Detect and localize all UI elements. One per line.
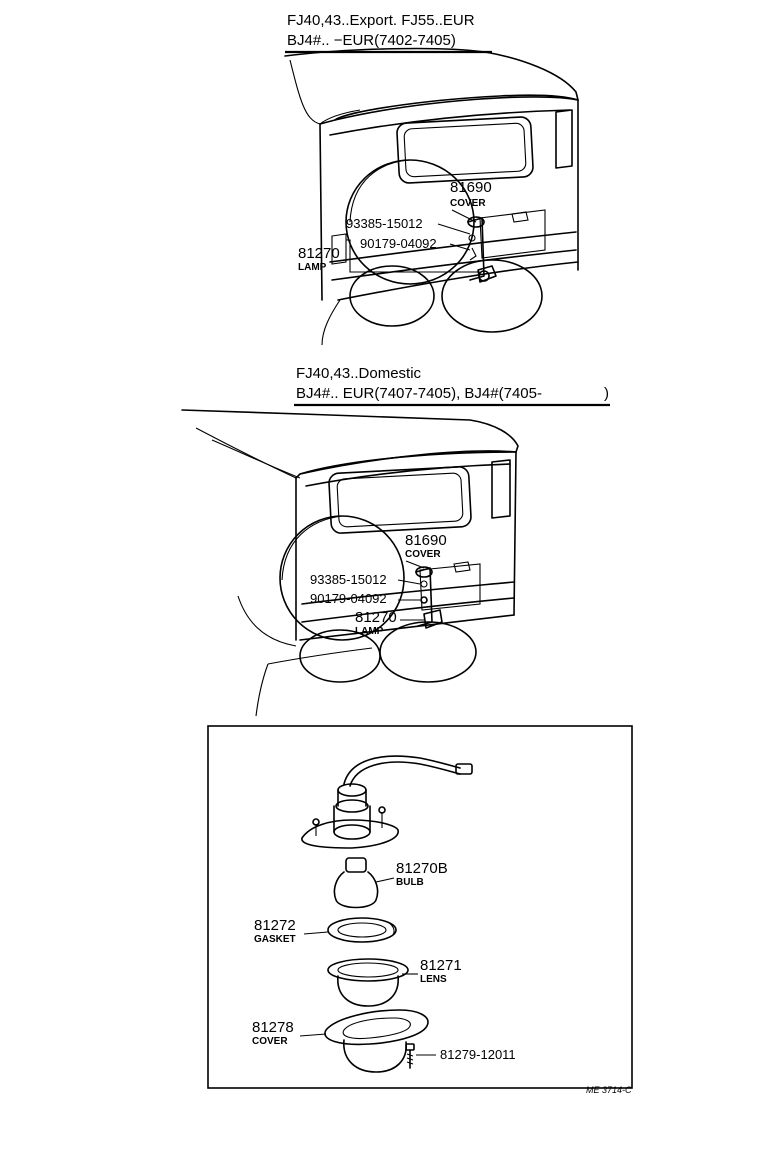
- bulb-name: BULB: [396, 877, 424, 888]
- section-2-screw-number: 93385-15012: [310, 572, 387, 587]
- bulb-number: 81270B: [396, 860, 448, 877]
- section-2-header-line-2-close: ): [604, 385, 609, 402]
- lamp-detail-box: 81270B BULB 81272 GASKET 81271 LENS 8127…: [207, 725, 633, 1089]
- section-2-nut-number: 90179-04092: [310, 591, 387, 606]
- gasket-leader: [303, 931, 329, 935]
- gasket-number: 81272: [254, 917, 296, 934]
- vehicle-rear-illustration-1: [284, 47, 579, 346]
- section-1-lamp-bracket-line: [346, 239, 480, 273]
- lens-illustration: [327, 958, 409, 1007]
- cover-illustration: [324, 1009, 429, 1073]
- gasket-illustration: [327, 917, 397, 943]
- section-1-header-line-1: FJ40,43..Export. FJ55..EUR: [287, 12, 475, 29]
- section-2-screw-leader: [397, 579, 421, 585]
- section-1-nut-number: 90179-04092: [360, 236, 437, 251]
- gasket-name: GASKET: [254, 934, 296, 945]
- section-1-lamp-number: 81270: [298, 245, 340, 262]
- section-1-header-line-2: BJ4#.. −EUR(7402-7405): [287, 32, 456, 49]
- section-2-lamp-name: LAMP: [355, 626, 384, 637]
- cover-name: COVER: [252, 1036, 288, 1047]
- section-1-cover-name: COVER: [450, 198, 486, 209]
- section-1-lamp-name: LAMP: [298, 262, 327, 273]
- section-2-cover-name: COVER: [405, 549, 441, 560]
- vehicle-rear-illustration-2: [181, 409, 519, 717]
- section-2-cover-leader: [405, 560, 425, 569]
- section-2-header-line-1: FJ40,43..Domestic: [296, 365, 422, 382]
- screw-illustration: [405, 1043, 415, 1069]
- section-1: FJ40,43..Export. FJ55..EUR BJ4#.. −EUR(7…: [284, 12, 579, 346]
- section-1-nut-leader: [449, 243, 471, 251]
- detail-screw-number: 81279-12011: [440, 1047, 516, 1062]
- section-1-cover-leader: [451, 209, 477, 223]
- section-1-screw-number: 93385-15012: [346, 216, 423, 231]
- bulb-illustration: [333, 857, 379, 909]
- lens-name: LENS: [420, 974, 447, 985]
- reference-code: ME 3714-C: [586, 1085, 632, 1095]
- bulb-leader: [375, 877, 395, 883]
- cover-leader: [299, 1033, 327, 1037]
- section-2: FJ40,43..Domestic BJ4#.. EUR(7407-7405),…: [181, 365, 610, 717]
- section-2-cover-number: 81690: [405, 532, 447, 549]
- section-2-lamp-number: 81270: [355, 609, 397, 626]
- detail-frame: [207, 725, 633, 1089]
- lamp-housing-illustration: [301, 755, 473, 849]
- cover-number: 81278: [252, 1019, 294, 1036]
- lens-number: 81271: [420, 957, 462, 974]
- section-1-cover-number: 81690: [450, 179, 492, 196]
- section-1-screw-leader: [437, 223, 471, 235]
- section-2-header-line-2: BJ4#.. EUR(7407-7405), BJ4#(7405-: [296, 385, 542, 402]
